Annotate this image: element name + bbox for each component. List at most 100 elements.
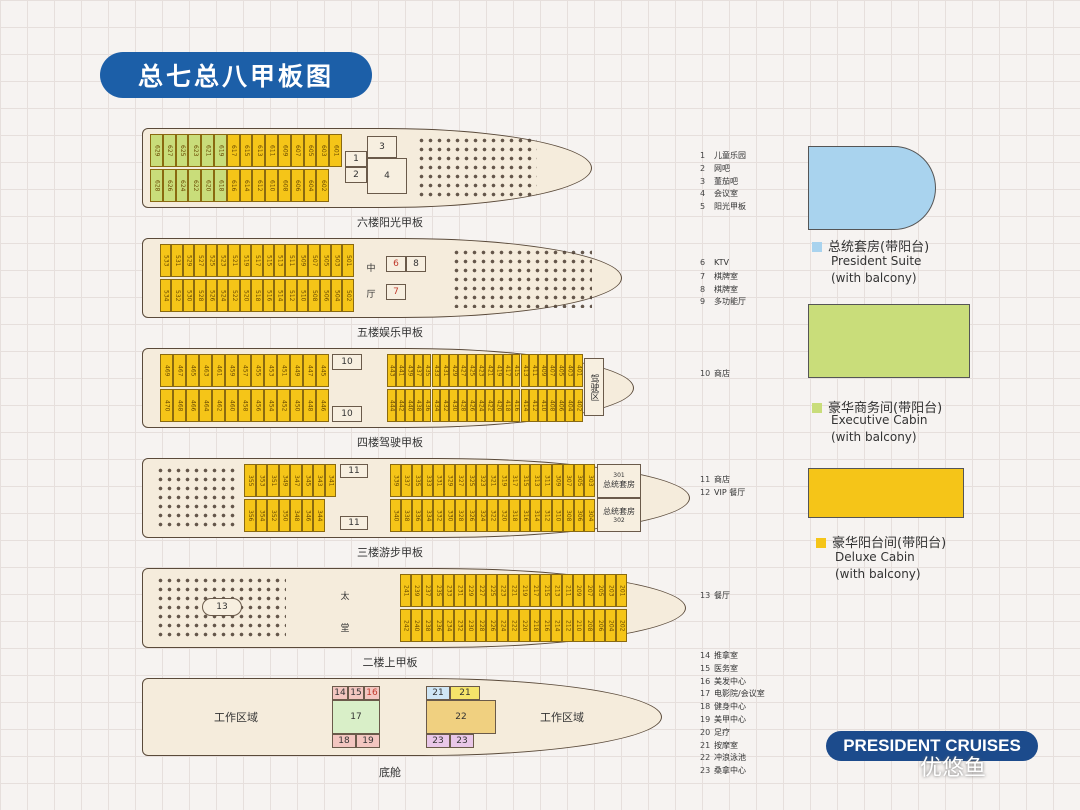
deck6-cabin-612: 612	[252, 169, 266, 202]
deck4-cabin-408: 408	[547, 389, 557, 422]
deck4-cabin-445: 445	[316, 354, 329, 387]
deck2-cabin-210: 210	[572, 609, 584, 642]
deck5-cabin-519: 519	[239, 244, 252, 277]
deck3-cabin-306: 306	[573, 499, 585, 532]
deck2-cabin-222: 222	[508, 609, 519, 642]
deck2-cabin-232: 232	[454, 609, 465, 642]
deck3-cabin-346: 346	[301, 499, 313, 532]
deck5-cabin-501: 501	[342, 244, 354, 277]
executive-cabin-title: 豪华商务间(带阳台)	[812, 397, 942, 416]
deck4-cabin-426: 426	[467, 389, 476, 422]
deck3-cabin-343: 343	[313, 464, 325, 497]
deck5-cabin-510: 510	[296, 279, 309, 312]
deck3-cabin-304: 304	[584, 499, 596, 532]
legend-text: 美甲中心	[714, 715, 746, 724]
lobby-bot: 堂	[340, 623, 350, 634]
deck5-cabin-504: 504	[331, 279, 343, 312]
deck4-cabin-448: 448	[303, 389, 316, 422]
deck5-cabin-523: 523	[217, 244, 229, 277]
deck3-cabin-316: 316	[519, 499, 531, 532]
deck2-cabin-240: 240	[410, 609, 422, 642]
deck4-cabin-428: 428	[458, 389, 468, 422]
deck2-cabin-220: 220	[518, 609, 530, 642]
deck4-cabin-401: 401	[573, 354, 583, 387]
deck4-cabin-455: 455	[251, 354, 264, 387]
deck4-cabin-406: 406	[556, 389, 565, 422]
legend-number: 19	[700, 715, 711, 724]
room-7: 7	[386, 284, 406, 300]
deck5-cabin-509: 509	[296, 244, 309, 277]
legend-number: 22	[700, 753, 711, 763]
room-15: 15	[348, 686, 364, 700]
president-suite-swatch	[812, 242, 822, 252]
legend-number: 3	[700, 176, 706, 186]
deck2-cabin-203: 203	[605, 574, 616, 607]
deck6-cabin-603: 603	[316, 134, 330, 167]
deck2-cabin-218: 218	[529, 609, 541, 642]
deck6-cabin-613: 613	[252, 134, 266, 167]
legend-number: 2	[700, 163, 706, 173]
executive-cabin-plan	[808, 304, 970, 378]
deck3-cabin-337: 337	[400, 464, 412, 497]
deck3-cabin-328: 328	[454, 499, 466, 532]
page-title: 总七总八甲板图	[100, 52, 372, 98]
deck4-cabin-423: 423	[476, 354, 485, 387]
deck3-cabin-331: 331	[433, 464, 444, 497]
deck3-cabin-308: 308	[562, 499, 574, 532]
deck4-cabin-424: 424	[476, 389, 485, 422]
deck6-cabin-627: 627	[162, 134, 176, 167]
deck3-cabin-354: 354	[255, 499, 267, 532]
executive-cabin-swatch	[812, 403, 822, 413]
legend-text: 儿童乐园	[714, 151, 746, 160]
deck-5-label: 五楼娱乐甲板	[357, 326, 423, 339]
legend-text: 健身中心	[714, 702, 746, 712]
deck6-cabin-608: 608	[278, 169, 291, 202]
deck5-cabin-530: 530	[182, 279, 195, 312]
deck6-cabin-620: 620	[201, 169, 214, 202]
deck5-cabin-503: 503	[331, 244, 343, 277]
deck2-cabin-233: 233	[443, 574, 454, 607]
deck4-cabin-425: 425	[467, 354, 476, 387]
deck2-cabin-215: 215	[540, 574, 552, 607]
deck4-cabin-442: 442	[395, 389, 405, 422]
deck3-cabin-311: 311	[541, 464, 552, 497]
deck4-cabin-410: 410	[538, 389, 548, 422]
deck2-cabin-224: 224	[497, 609, 508, 642]
legend-text: 网吧	[714, 163, 730, 173]
deluxe-cabin-title: 豪华阳台间(带阳台)	[816, 532, 946, 551]
deck3-cabin-327: 327	[454, 464, 466, 497]
deck5-cabin-516: 516	[262, 279, 274, 312]
deck3-cabin-348: 348	[290, 499, 302, 532]
deck2-cabin-202: 202	[616, 609, 627, 642]
deck3-cabin-339: 339	[390, 464, 401, 497]
deck6-cabin-624: 624	[175, 169, 189, 202]
deck3-cabin-322: 322	[487, 499, 498, 532]
multi-hall-seating	[452, 248, 592, 308]
hall-bot: 厅	[366, 289, 376, 300]
deck4-cabin-411: 411	[529, 354, 539, 387]
deck5-cabin-512: 512	[285, 279, 297, 312]
deck6-cabin-622: 622	[188, 169, 202, 202]
room-16: 16	[364, 686, 380, 700]
brand-logo: PRESIDENT CRUISES	[826, 731, 1038, 761]
deck2-cabin-212: 212	[562, 609, 573, 642]
deck6-cabin-605: 605	[303, 134, 317, 167]
room-21-b: 21	[450, 686, 480, 700]
legend-text: 足疗	[714, 727, 730, 737]
legend-text: 多功能厅	[714, 297, 746, 307]
suite-302-num: 302	[613, 517, 625, 524]
deck2-cabin-208: 208	[583, 609, 595, 642]
deck5-cabin-517: 517	[251, 244, 263, 277]
deck3-cabin-355: 355	[244, 464, 256, 497]
deck6-cabin-606: 606	[290, 169, 304, 202]
deck2-cabin-230: 230	[464, 609, 476, 642]
